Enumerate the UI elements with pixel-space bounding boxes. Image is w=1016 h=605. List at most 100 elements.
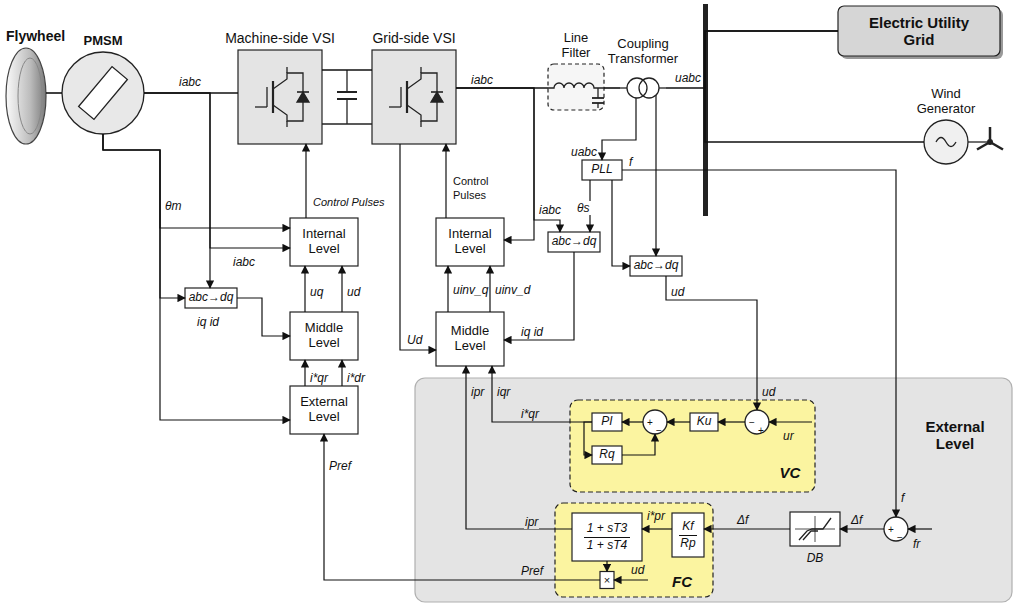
node-text: Coupling Transformer <box>601 37 685 67</box>
igbt-symbol <box>389 106 401 107</box>
pi-box-outline <box>592 413 622 431</box>
transform-box-shape <box>185 288 237 308</box>
node-shapes <box>6 6 1012 602</box>
sign-holder: + <box>758 420 764 438</box>
summing-junction-shape <box>745 410 769 434</box>
signal-label: iabc <box>178 75 202 89</box>
text-holder: Line Filter <box>551 31 601 61</box>
gain-box-outline <box>690 413 718 431</box>
edge-label-holder: i*dr <box>346 368 366 386</box>
transformer-lead <box>659 87 666 88</box>
igbt-symbol <box>255 106 267 107</box>
edge-label-holder: iabc <box>232 252 256 270</box>
transformer-shape <box>620 78 666 106</box>
signal-label-holder: uabc <box>674 68 702 86</box>
summing-junction-outline <box>884 517 908 541</box>
signal-label: Pref <box>328 459 352 473</box>
gain-box: Rq <box>592 446 622 464</box>
node-text: 1 + sT4 <box>584 538 630 554</box>
igbt-symbol <box>272 81 274 113</box>
line-filter-shape <box>548 64 604 110</box>
edge-label-holder: θs <box>576 198 591 216</box>
signal-label: ur <box>782 429 795 443</box>
node-text: Middle Level <box>293 321 355 351</box>
multiplier-outline <box>600 572 614 589</box>
signal-label-holder: iqr <box>496 382 511 400</box>
signal-label: ud <box>630 563 645 577</box>
summing-junction: +− <box>643 410 667 434</box>
signal-label-holder: ipr <box>470 382 485 400</box>
signal-connector <box>612 180 630 266</box>
signal-connector <box>642 528 672 529</box>
signal-connector <box>602 106 636 160</box>
wind-generator-outline <box>924 120 968 164</box>
igbt-symbol <box>286 67 287 73</box>
wind-generator-shape <box>924 120 1003 164</box>
vc-block-outline <box>570 400 815 492</box>
node-text: Grid-side VSI <box>372 30 455 46</box>
gain-fraction-shape <box>672 513 704 557</box>
grid-box-outline <box>838 6 1000 56</box>
signal-label-holder: Pref <box>520 561 544 579</box>
control-box: Internal Level <box>436 218 504 266</box>
signal-connector <box>492 366 592 422</box>
node-text: abc→dq <box>189 291 234 305</box>
signal-label: ud <box>761 385 776 399</box>
signal-connector <box>324 434 600 580</box>
gain-fraction: KfRp <box>672 513 704 557</box>
diode-symbol <box>431 92 443 102</box>
external-level-panel-shape <box>415 378 1012 602</box>
signal-connector <box>341 360 342 386</box>
signal-label-holder: f <box>900 488 905 506</box>
signal-connector <box>322 69 372 71</box>
capacitor-lead <box>346 70 347 92</box>
igbt-symbol <box>420 121 421 127</box>
control-box-outline <box>290 312 358 360</box>
signal-connector <box>704 528 790 529</box>
turbine-blade <box>989 127 992 142</box>
signal-label-holder: ud <box>761 382 776 400</box>
node-text: PMSM <box>84 34 123 49</box>
gain-box: Ku <box>690 413 718 431</box>
transform-box-outline <box>548 232 600 252</box>
pi-box-shape <box>592 413 622 431</box>
igbt-symbol <box>420 67 421 73</box>
converter-box: Machine-side VSI <box>238 50 322 144</box>
text-holder: Grid-side VSI <box>349 29 479 47</box>
fc-block: 1 + sT31 + sT4KfRp×FC <box>555 503 713 597</box>
signal-connector <box>400 144 436 350</box>
converter-box-outline <box>372 50 456 144</box>
capacitor-plate <box>337 91 357 93</box>
node-text: Kf <box>679 519 696 536</box>
signal-label: iq id <box>520 325 544 339</box>
signal-label: iabc <box>232 255 256 269</box>
gain-box-shape <box>592 446 622 464</box>
node-text: Rq <box>599 448 614 462</box>
multiplier: × <box>600 572 614 589</box>
signal-label: iabc <box>538 203 562 217</box>
signal-label: ipr <box>524 515 539 529</box>
transform-box: abc→dq <box>185 288 237 308</box>
signal-connector <box>103 134 290 420</box>
signal-label: f <box>900 491 905 505</box>
signal-label: uabc <box>570 145 598 159</box>
turbine-shaft <box>968 141 987 142</box>
edge-label-holder: f <box>628 152 633 170</box>
transform-box: abc→dq <box>548 232 600 252</box>
signal-label: uabc <box>674 71 702 85</box>
signal-connector <box>655 106 656 256</box>
node-text: Line Filter <box>551 31 601 61</box>
edge-label-holder: Δf <box>850 510 863 528</box>
text-holder: Wind Generator <box>901 87 991 117</box>
node-text: VC <box>780 464 801 481</box>
wind-generator: Wind Generator <box>924 120 968 164</box>
edge-label-holder: iq id <box>196 312 220 330</box>
pll-box-outline <box>582 160 622 180</box>
transformer: Coupling Transformer <box>620 70 666 106</box>
node-text: FC <box>672 573 692 590</box>
igbt-symbol <box>266 87 267 107</box>
sign-text: + <box>647 418 653 428</box>
